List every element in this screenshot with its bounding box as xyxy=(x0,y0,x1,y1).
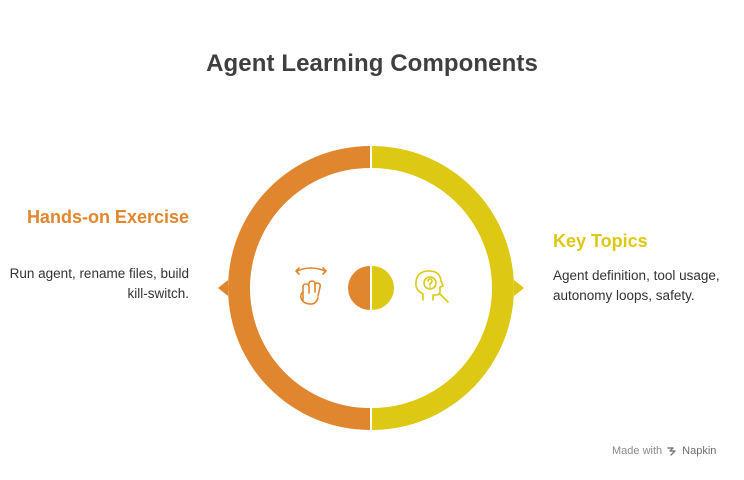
right-ring-segment xyxy=(372,146,514,430)
center-right-half xyxy=(372,266,394,310)
head-search-icon xyxy=(415,270,449,303)
key-topics-heading: Key Topics xyxy=(553,231,648,251)
left-pointer-lower xyxy=(218,288,228,296)
footer-watermark: Made with Napkin xyxy=(612,445,716,457)
napkin-logo-icon xyxy=(667,447,676,456)
made-with-label: Made with xyxy=(612,445,663,457)
hand-swipe-icon xyxy=(295,267,327,305)
hands-on-exercise-description: Run agent, rename files, build kill-swit… xyxy=(9,266,189,301)
right-pointer xyxy=(514,280,524,296)
left-pointer xyxy=(218,280,228,288)
hands-on-exercise-heading: Hands-on Exercise xyxy=(26,207,189,227)
left-ring-segment xyxy=(228,146,370,430)
center-left-half xyxy=(348,266,370,310)
napkin-brand: Napkin xyxy=(682,445,717,457)
key-topics-description: Agent definition, tool usage, autonomy l… xyxy=(553,268,720,303)
page-title: Agent Learning Components xyxy=(206,50,538,77)
